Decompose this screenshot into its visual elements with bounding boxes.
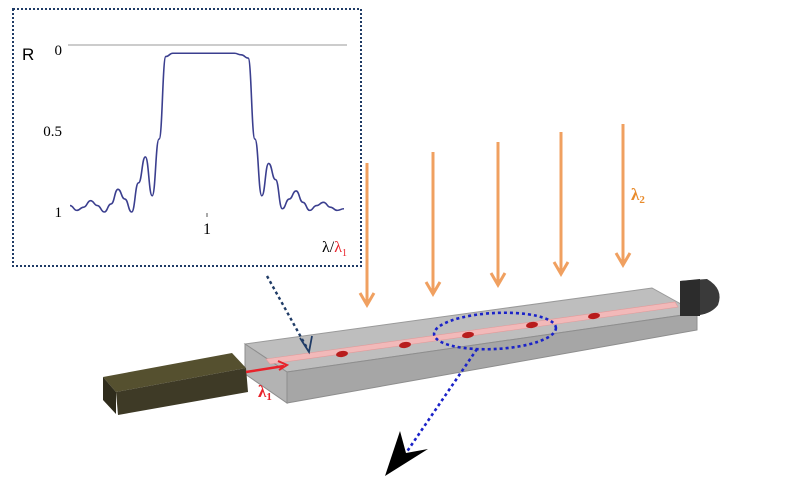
pump-arrow-head: [358, 292, 376, 308]
y-tick-label: 1: [55, 205, 63, 221]
y-tick-labels: 10.50: [43, 43, 62, 221]
grating-dot: [336, 350, 348, 358]
reflectance-inset: R 10.50 1 λ/λ1: [12, 8, 362, 267]
pump-arrow: [358, 163, 376, 308]
x-tick-labels: 1: [203, 213, 211, 238]
inset-pointer-arrowhead: [299, 335, 313, 355]
detector: [680, 279, 720, 316]
diffraction-arrow-line: [404, 348, 479, 454]
y-tick-label: 0: [55, 43, 63, 59]
grating-dot: [588, 312, 600, 320]
grating-dot: [526, 321, 538, 329]
input-beam: [245, 364, 285, 374]
grating-highlight-ellipse: [432, 311, 558, 351]
laser-source: [103, 353, 290, 415]
laser-body-top: [103, 353, 246, 392]
pump-arrow-head: [489, 272, 507, 288]
input-beam-arrowhead: [277, 360, 290, 371]
inset-frame: [12, 8, 362, 267]
reflectance-curve: [69, 52, 345, 213]
bragg-grating: [336, 312, 600, 358]
diffraction-arrowhead: [385, 431, 428, 476]
detector-face: [680, 279, 700, 316]
grating-dot: [399, 341, 411, 349]
pump-arrow-head: [552, 261, 570, 277]
lambda1-label: λ1: [258, 382, 272, 403]
substrate-slab: [243, 287, 699, 404]
pump-arrow: [552, 132, 570, 277]
y-axis-label: R: [22, 45, 34, 64]
pump-arrows: [358, 124, 632, 308]
x-axis-label: λ/λ1: [322, 239, 347, 259]
y-tick-label: 0.5: [43, 124, 62, 140]
pump-arrow-head: [424, 281, 442, 297]
pump-arrow: [614, 124, 632, 268]
pump-arrow: [489, 142, 507, 288]
inset-pointer-line: [265, 275, 309, 349]
laser-body-front: [116, 368, 248, 415]
lambda2-label: λ2: [631, 185, 645, 206]
pump-arrow: [424, 152, 442, 297]
pump-arrow-head: [614, 252, 632, 268]
x-tick-label: 1: [203, 221, 211, 238]
grating-dot: [462, 331, 474, 339]
laser-body: [103, 377, 116, 414]
